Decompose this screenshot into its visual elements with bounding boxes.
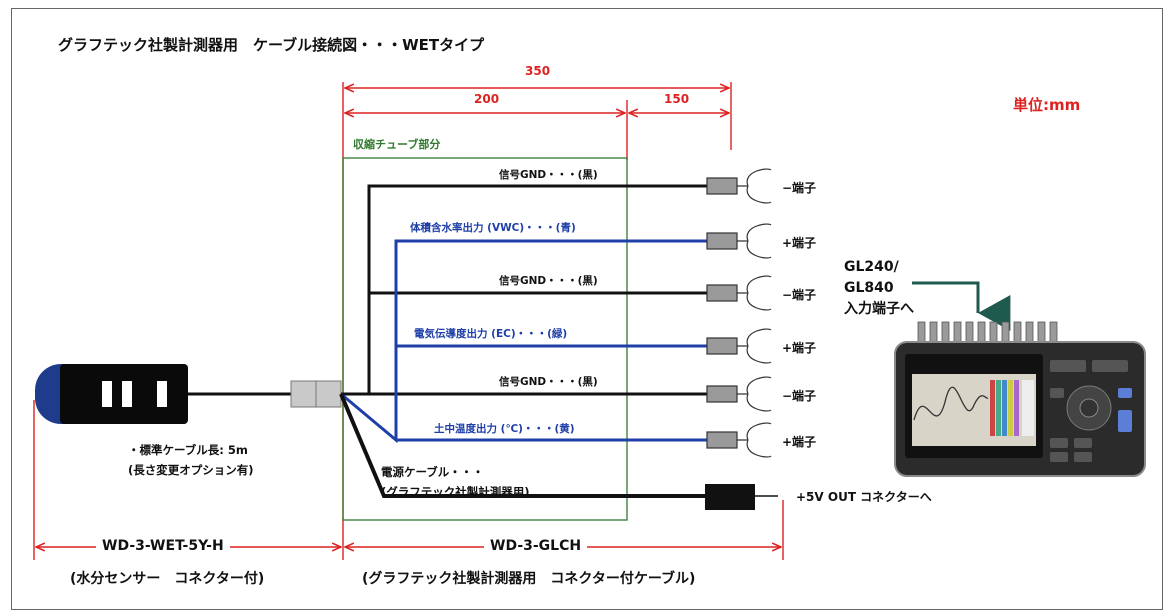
shrink-tube-box	[342, 157, 628, 521]
power-cable-line2: (グラフテック社製計測器用)	[381, 485, 530, 499]
cable-description: (グラフテック社製計測器用 コネクター付ケーブル)	[362, 571, 696, 587]
wiring-diagram	[33, 82, 1146, 560]
shrink-tube-label: 収縮チューブ部分	[353, 138, 441, 151]
sensor-body	[35, 364, 188, 424]
terminal-label: +端子	[782, 435, 817, 449]
dimension-shrink: 200	[474, 92, 500, 106]
dimension-total: 350	[525, 64, 551, 78]
wire-label: 信号GND・・・(黒)	[499, 376, 598, 388]
terminal-label: +端子	[782, 341, 817, 355]
terminal-label: −端子	[782, 389, 817, 403]
logger-note: GL240/ GL840 入力端子へ	[844, 257, 914, 320]
power-cable-label: 電源ケーブル・・・ (グラフテック社製計測器用)	[381, 462, 530, 502]
diagram-canvas: グラフテック社製計測器用 ケーブル接続図・・・WETタイプ 単位:mm 350 …	[11, 8, 1163, 610]
diagram-title: グラフテック社製計測器用 ケーブル接続図・・・WETタイプ	[58, 36, 485, 54]
terminal-label: −端子	[782, 288, 817, 302]
cable-length-note: ・標準ケーブル長: 5m (長さ変更オプション有)	[128, 440, 254, 480]
power-connector	[705, 484, 755, 510]
wire-label: 信号GND・・・(黒)	[499, 169, 598, 181]
sensor-description: (水分センサー コネクター付)	[70, 571, 265, 587]
wire-label: 土中温度出力 (℃)・・・(黄)	[434, 423, 575, 435]
sensor-model: WD-3-WET-5Y-H	[96, 538, 230, 554]
power-connector-label: +5V OUT コネクターへ	[796, 490, 932, 504]
power-cable-line1: 電源ケーブル・・・	[381, 465, 484, 479]
cable-length-line1: ・標準ケーブル長: 5m	[128, 443, 248, 457]
data-logger-device	[894, 321, 1146, 477]
terminal-label: −端子	[782, 181, 817, 195]
logger-note-line2: GL840	[844, 280, 894, 296]
wire-terminals	[706, 168, 772, 458]
dimension-tail: 150	[664, 92, 690, 106]
logger-note-line1: GL240/	[844, 259, 899, 275]
terminal-label: +端子	[782, 236, 817, 250]
cable-length-line2: (長さ変更オプション有)	[128, 463, 254, 477]
logger-note-line3: 入力端子へ	[844, 301, 914, 317]
wire-label: 信号GND・・・(黒)	[499, 275, 598, 287]
wire-label: 体積含水率出力 (VWC)・・・(青)	[410, 222, 576, 234]
cable-model: WD-3-GLCH	[484, 538, 588, 554]
wire-label: 電気伝導度出力 (EC)・・・(緑)	[414, 328, 568, 340]
unit-label: 単位:mm	[1013, 96, 1081, 114]
